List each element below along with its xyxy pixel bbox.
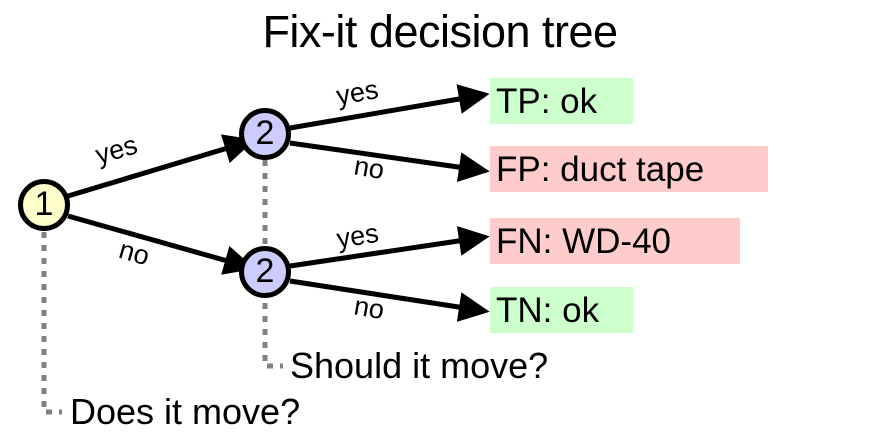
node-root-label: 1 <box>34 185 54 223</box>
node-level2-bottom[interactable]: 2 <box>239 246 291 298</box>
edge-top2-no <box>289 140 490 183</box>
page-title: Fix-it decision tree <box>262 6 618 57</box>
edge-label-top2-no: no <box>351 150 387 186</box>
node-root[interactable]: 1 <box>18 179 70 231</box>
edge-root-no <box>67 213 256 275</box>
outcome-tp[interactable]: TP: ok <box>490 78 633 124</box>
outcome-tn[interactable]: TN: ok <box>490 287 633 333</box>
outcome-fp-label: FP: duct tape <box>496 149 705 189</box>
node-level2-top[interactable]: 2 <box>239 108 291 160</box>
outcome-tp-label: TP: ok <box>496 81 598 121</box>
edge-root-yes <box>67 134 255 199</box>
outcome-fn[interactable]: FN: WD-40 <box>490 218 740 264</box>
edge-bottom2-yes <box>289 226 490 269</box>
edge-label-bottom2-no: no <box>351 290 387 326</box>
outcome-fp[interactable]: FP: duct tape <box>490 146 768 192</box>
leader-line-level2-question <box>262 160 283 369</box>
node-level2-top-label: 2 <box>255 114 275 152</box>
node-level2-bottom-label: 2 <box>255 252 275 290</box>
edge-bottom2-no <box>289 278 490 322</box>
leader-line-root-question <box>41 232 62 415</box>
edge-top2-yes <box>289 84 490 131</box>
edge-label-top2-yes: yes <box>333 74 381 111</box>
annotation-level2-question: Should it move? <box>290 345 549 386</box>
annotation-root-question: Does it move? <box>70 391 301 432</box>
outcome-fn-label: FN: WD-40 <box>496 221 671 261</box>
edge-label-bottom2-yes: yes <box>334 217 381 254</box>
outcome-tn-label: TN: ok <box>496 290 600 330</box>
